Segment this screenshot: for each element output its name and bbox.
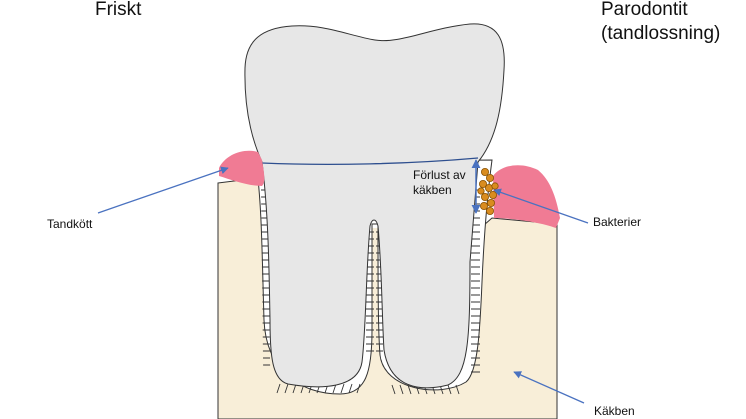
title-periodontitis-line1: Parodontit — [601, 0, 688, 20]
title-periodontitis: Parodontit (tandlossning) — [601, 0, 720, 46]
gum-arrow — [97, 166, 229, 214]
tooth — [244, 23, 505, 389]
bacteria-arrow — [493, 188, 589, 224]
label-bone-loss-line1: Förlust av — [413, 168, 466, 182]
cement-enamel-line — [261, 157, 479, 166]
gum-right — [493, 165, 560, 228]
label-gum: Tandkött — [47, 217, 93, 231]
title-healthy: Friskt — [95, 0, 142, 20]
gum-left — [219, 150, 265, 186]
jawbone-arrow — [513, 371, 585, 404]
label-jawbone: Käkben — [594, 404, 635, 418]
title-periodontitis-line2: (tandlossning) — [601, 23, 721, 44]
label-bone-loss-line2: käkben — [413, 183, 452, 197]
label-bacteria: Bakterier — [593, 215, 642, 229]
label-bone-loss: Förlust av käkben — [413, 168, 466, 198]
